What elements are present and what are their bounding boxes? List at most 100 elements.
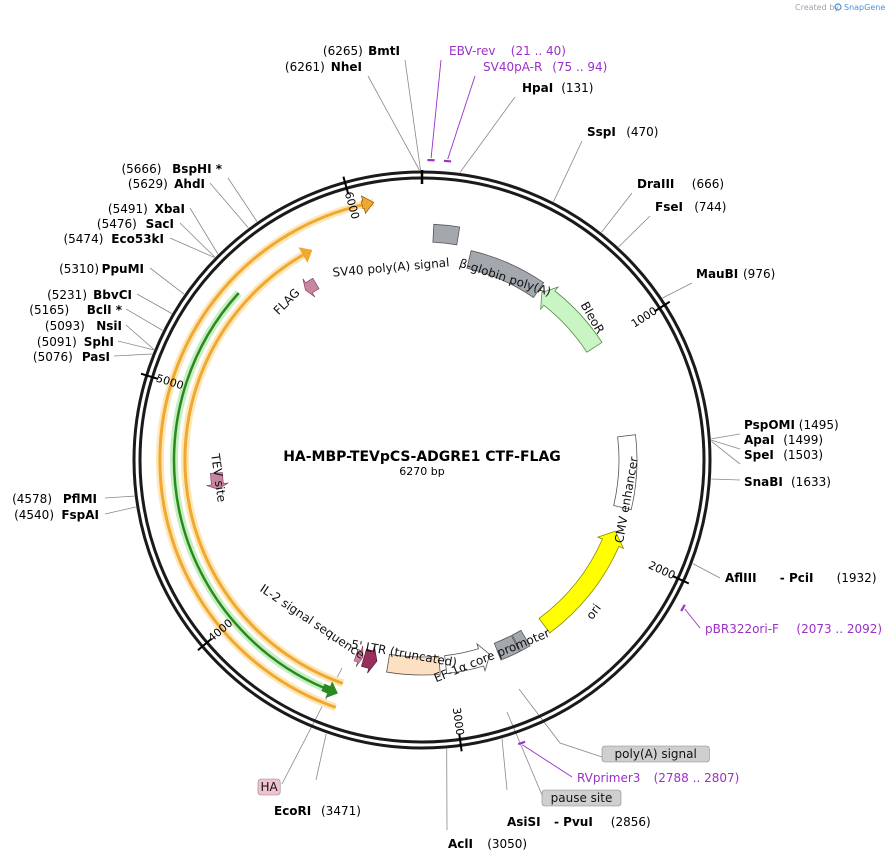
site-position: (1495) — [799, 418, 839, 432]
site-position: (4540) — [14, 508, 54, 522]
primer-leader-1 — [447, 75, 476, 160]
primer-name: pBR322ori-F — [705, 622, 779, 636]
orf-green-head — [321, 681, 338, 699]
site-position: (976) — [743, 267, 775, 281]
site-name: BclI * — [87, 303, 123, 317]
leader-19 — [125, 324, 155, 350]
primer-range: (21 .. 40) — [511, 44, 566, 58]
site-position: (3471) — [321, 804, 361, 818]
feature-arcs — [155, 158, 686, 746]
leader-7 — [711, 433, 741, 440]
tick-mark-4000 — [197, 637, 213, 652]
site-position: (470) — [626, 125, 658, 139]
site-name: MauBI — [696, 267, 738, 281]
primer-leader-2 — [684, 608, 701, 629]
site-name: NsiI — [96, 319, 122, 333]
site-position: (4578) — [12, 492, 52, 506]
tev-site-arrow — [206, 472, 229, 490]
ef1a-arrow — [444, 642, 491, 675]
site-position: (6261) — [285, 60, 325, 74]
label-ori: ori — [583, 601, 604, 622]
site-position: (1932) — [837, 571, 877, 585]
primer-name: RVprimer3 — [577, 771, 640, 785]
ha-tag-arrow — [353, 645, 364, 667]
leader-14 — [315, 733, 327, 781]
label-pause-site-pill — [541, 789, 622, 807]
leader-5 — [618, 215, 651, 248]
bleor-arrow — [540, 286, 603, 353]
leader-8 — [711, 439, 741, 450]
site-name: ApaI — [744, 433, 774, 447]
site-leader-lines — [104, 59, 741, 831]
primer-name: EBV-rev — [449, 44, 495, 58]
leader-25 — [189, 207, 219, 255]
site-partner-name: - PciI — [780, 571, 814, 585]
plasmid-length: 6270 bp — [399, 465, 444, 478]
site-name: AhdI — [174, 177, 205, 191]
sv40-polya-box — [432, 223, 461, 246]
site-name: EcoRI — [274, 804, 311, 818]
site-name: SnaBI — [744, 475, 783, 489]
leader-26 — [209, 182, 249, 229]
site-name: BbvCI — [93, 288, 132, 302]
leader-6 — [662, 282, 693, 299]
il2-arrow — [361, 645, 378, 674]
site-position: (666) — [692, 177, 724, 191]
site-name: BmtI — [368, 44, 400, 58]
tick-mark-6000 — [342, 176, 350, 195]
leader-17 — [113, 353, 153, 357]
leader-18 — [117, 340, 154, 351]
orf-orange2-head — [298, 247, 313, 263]
primer-leader-3 — [522, 744, 573, 778]
tick-label-3000: 3000 — [450, 707, 467, 737]
site-name: SphI — [84, 335, 114, 349]
site-name: PasI — [82, 350, 110, 364]
site-position: (3050) — [487, 837, 527, 851]
leader-16 — [104, 495, 135, 499]
site-position: (6265) — [323, 44, 363, 58]
site-position: (5491) — [108, 202, 148, 216]
tick-mark-2000 — [672, 575, 690, 585]
leader-12 — [501, 738, 508, 791]
site-labels: BmtI(6265)NheI(6261)HpaI(131)SspI(470)Dr… — [12, 44, 882, 851]
site-name: SpeI — [744, 448, 774, 462]
label-polya-signal: poly(A) signal — [615, 747, 697, 761]
label-tev: TEV site — [208, 452, 229, 503]
snapgene-logo-icon — [834, 3, 842, 11]
leader-9 — [711, 440, 741, 465]
orf-orange-head — [360, 195, 375, 215]
site-name: PflMI — [63, 492, 97, 506]
site-name: SacI — [146, 217, 174, 231]
label-polya-signal-pill — [601, 745, 710, 763]
ori-arrow — [538, 530, 625, 634]
site-position: (1633) — [791, 475, 831, 489]
site-position: (1503) — [783, 448, 823, 462]
site-position: (131) — [561, 81, 593, 95]
tick-label-2000: 2000 — [646, 559, 677, 583]
primer-name: SV40pA-R — [483, 60, 542, 74]
primer-range: (2788 .. 2807) — [654, 771, 740, 785]
label-ha: HA — [260, 780, 278, 794]
primer-mark-rvprimer3 — [517, 740, 526, 746]
site-name: SspI — [587, 125, 616, 139]
tick-mark-1000 — [654, 300, 671, 313]
site-position: (5231) — [47, 288, 87, 302]
leader-0 — [404, 59, 421, 171]
label-pause-site: pause site — [551, 791, 613, 805]
leader-27 — [227, 177, 258, 222]
site-position: (5076) — [33, 350, 73, 364]
ltr-box — [386, 653, 441, 676]
tick-mark-5000 — [140, 372, 159, 380]
polya-signal-box — [511, 629, 531, 652]
label-flag: FLAG — [271, 286, 303, 318]
primer-range: (2073 .. 2092) — [796, 622, 882, 636]
credit-prefix: Created by — [795, 3, 839, 12]
site-name: NheI — [331, 60, 362, 74]
site-position: (5091) — [37, 335, 77, 349]
label-ha-pill — [257, 778, 281, 796]
leader-10 — [711, 478, 741, 481]
credit-brand: SnapGene — [844, 3, 885, 12]
leader-4 — [601, 192, 633, 233]
flag-arrow — [302, 277, 320, 298]
